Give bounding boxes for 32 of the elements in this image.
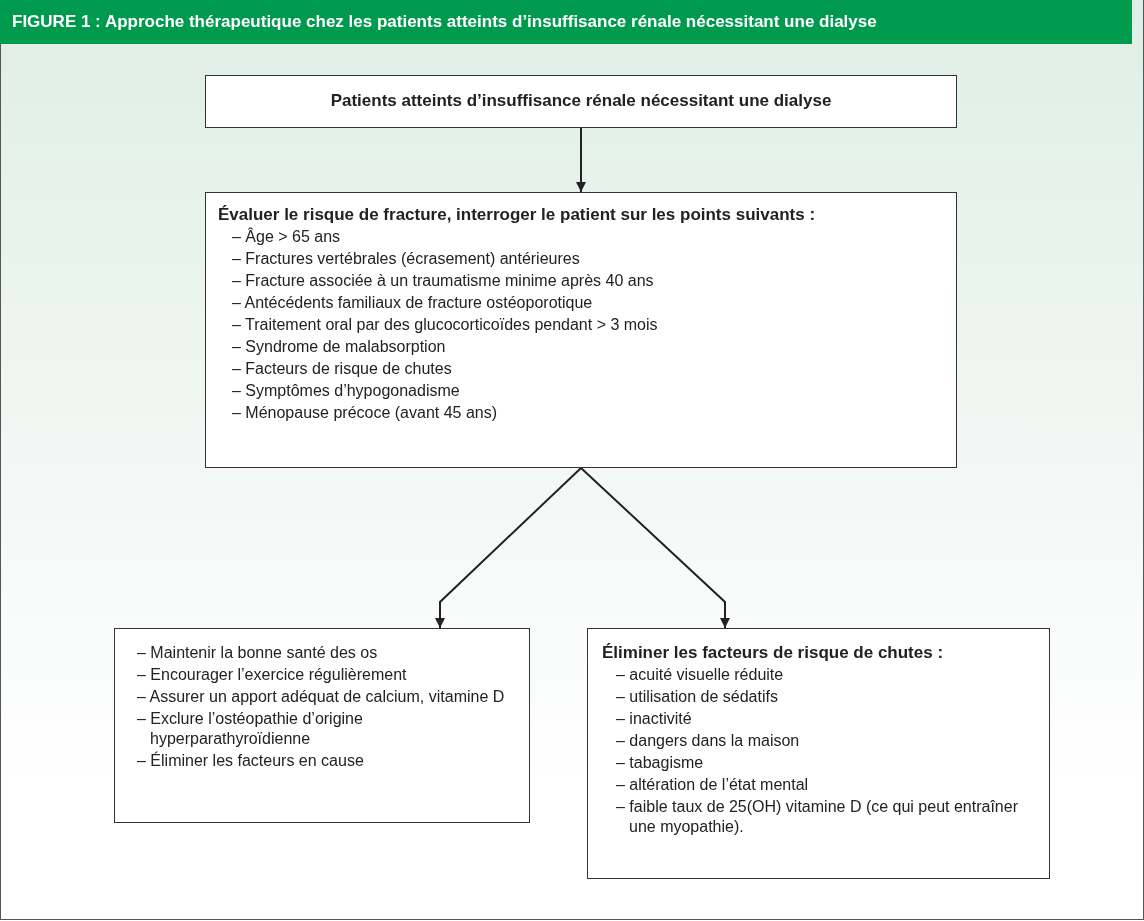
flow-box [114, 628, 530, 823]
list-item: – utilisation de sédatifs [616, 687, 779, 707]
box-heading: Éliminer les facteurs de risque de chutes : [602, 643, 945, 663]
list-item: – Assurer un apport adéquat de calcium, vitamine D [137, 687, 506, 707]
list-item: – Fracture associée à un traumatisme minime après 40 ans [232, 271, 655, 291]
arrow [435, 467, 582, 629]
arrow [576, 127, 586, 193]
box-heading: Évaluer le risque de fracture, interroger le patient sur les points suivants : [218, 205, 817, 225]
list-item: – Fractures vertébrales (écrasement) antérieures [232, 249, 581, 269]
flow-box [587, 628, 1050, 879]
list-item: – Symptômes d’hypogonadisme [232, 381, 461, 401]
list-item: – Traitement oral par des glucocorticoïdes pendant > 3 mois [232, 315, 659, 335]
list-item: – Âge > 65 ans [232, 227, 342, 247]
list-item: – Antécédents familiaux de fracture ostéoporotique [232, 293, 594, 313]
list-item: – Exclure l’ostéopathie d’origine hyperparathyroïdienne [137, 709, 364, 749]
list-item: – Facteurs de risque de chutes [232, 359, 453, 379]
list-item: – faible taux de 25(OH) vitamine D (ce qui peut entraîner une myopathie). [616, 797, 1019, 837]
flow-box [205, 75, 957, 128]
list-item: – Ménopause précoce (avant 45 ans) [232, 403, 499, 423]
list-item: – Maintenir la bonne santé des os [137, 643, 379, 663]
list-item: – inactivité [616, 709, 693, 729]
flow-box [205, 192, 957, 468]
list-item: – Éliminer les facteurs en cause [137, 751, 365, 771]
list-item: – Encourager l’exercice régulièrement [137, 665, 408, 685]
figure-title: FIGURE 1 : Approche thérapeutique chez les patients atteints d’insuffisance rénale nécessitant une dialyse [0, 0, 1132, 44]
list-item: – Syndrome de malabsorption [232, 337, 447, 357]
list-item: – altération de l’état mental [616, 775, 810, 795]
list-item: – tabagisme [616, 753, 705, 773]
box-heading: Patients atteints d’insuffisance rénale nécessitant une dialyse [329, 91, 833, 111]
arrow [580, 467, 730, 629]
list-item: – dangers dans la maison [616, 731, 801, 751]
list-item: – acuité visuelle réduite [616, 665, 785, 685]
